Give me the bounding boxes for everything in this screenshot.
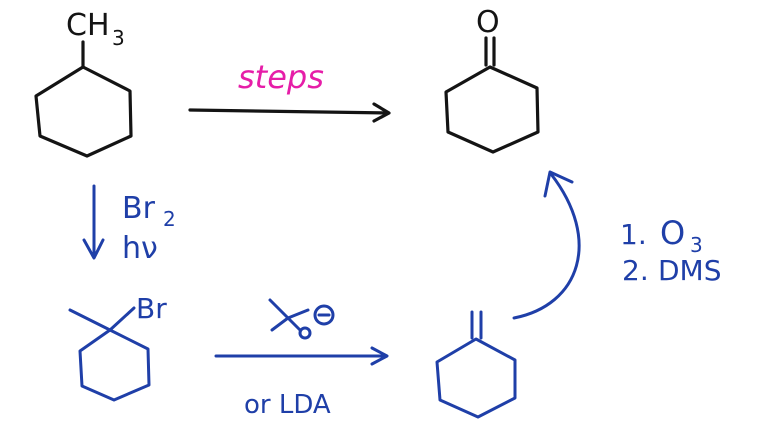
br-substituent-label: Br	[136, 292, 167, 325]
methyl-label: CH	[66, 8, 110, 43]
steps-arrow: steps	[188, 58, 391, 123]
steps-arrow-line	[188, 108, 390, 115]
alkoxide-oxygen	[298, 326, 312, 340]
ozonolysis-arrow-head	[543, 170, 574, 198]
bromomethylcyclohexane: Br	[68, 292, 167, 402]
elimination-arrow: or LDA	[214, 298, 389, 420]
cyclohexanone-ring	[444, 65, 540, 154]
methyl-substituent-bond	[68, 308, 112, 332]
tert-butoxide-skeleton	[268, 298, 310, 332]
negative-charge-circle	[313, 304, 335, 326]
methylenecyclohexane	[435, 310, 517, 419]
methylene-ring	[435, 337, 517, 419]
ozonolysis-arrow: 1. O 3 2. DMS	[512, 170, 722, 320]
elimination-arrow-head	[370, 346, 389, 366]
bromine-subscript: 2	[163, 207, 176, 231]
light-label: hν	[122, 231, 158, 266]
bromo-ring	[78, 328, 151, 402]
methylcyclohexane: CH 3	[34, 8, 133, 158]
bromination-arrow: Br 2 hν	[82, 184, 176, 266]
methylcyclohexane-ring	[34, 65, 133, 158]
cyclohexanone: O	[444, 5, 540, 154]
steps-label: steps	[238, 58, 324, 96]
step2-reagent: DMS	[658, 254, 722, 287]
ozonolysis-arrow-curve	[512, 172, 581, 320]
step2-number: 2.	[622, 254, 649, 287]
bromo-bond	[108, 306, 136, 332]
ketone-oxygen: O	[476, 5, 500, 40]
steps-arrow-head	[372, 102, 391, 123]
bromination-arrow-head	[82, 238, 105, 260]
step1-reagent: O	[660, 214, 685, 252]
step1-number: 1.	[620, 218, 647, 251]
methyl-subscript: 3	[112, 26, 125, 50]
step1-subscript: 3	[690, 233, 703, 257]
bromine-label: Br	[122, 191, 156, 226]
lda-label: or LDA	[244, 390, 331, 420]
